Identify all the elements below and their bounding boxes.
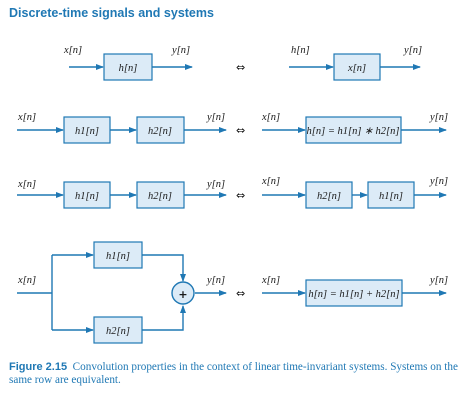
- adder-plus-label: +: [178, 288, 187, 301]
- adder-circle: [171, 281, 195, 305]
- row-3-left-output-label: y[n]: [206, 179, 225, 190]
- row-1-right-input-label: h[n]: [291, 45, 310, 56]
- row-3-right-block-1-label: h2[n]: [317, 191, 341, 202]
- row-1-left: x[n] h[n] y[n]: [63, 45, 190, 81]
- row-1-equivalence-symbol: ⇔: [236, 61, 245, 74]
- row-1-right: h[n] x[n] y[n]: [291, 45, 422, 81]
- row-3-left-input-label: x[n]: [17, 179, 36, 190]
- row-4-right-block-label: h[n] = h1[n] + h2[n]: [308, 289, 399, 300]
- row-2-left-block-1: [63, 116, 111, 144]
- row-3-right-block-2-label: h1[n]: [379, 191, 403, 202]
- row-2-right: x[n] h[n] = h1[n] ∗ h2[n] y[n]: [261, 112, 448, 144]
- row-1-left-block: [103, 53, 153, 81]
- row-3-equivalence-symbol: ⇔: [236, 189, 245, 202]
- row-3-left-block-2-label: h2[n]: [148, 191, 172, 202]
- row-4-left-block-1-label: h1[n]: [106, 251, 130, 262]
- row-4-left-input-label: x[n]: [17, 275, 36, 286]
- row-2-right-input-label: x[n]: [261, 112, 280, 123]
- section-header: Discrete-time signals and systems: [9, 6, 214, 20]
- row-4-left: x[n] h1[n] h2[n] + y[n]: [17, 241, 225, 344]
- row-4-left-block-2: [93, 316, 143, 344]
- figure-caption-label: Figure 2.15: [9, 361, 68, 373]
- row-1-left-block-label: h[n]: [119, 63, 138, 74]
- row-3-right-output-label: y[n]: [429, 176, 448, 187]
- row-4-right-output-label: y[n]: [429, 275, 448, 286]
- row-3-left-block-1-label: h1[n]: [75, 191, 99, 202]
- figure-caption-text: Convolution properties in the context of…: [9, 361, 458, 386]
- row-2-left-block-1-label: h1[n]: [75, 126, 99, 137]
- row-4-left-block-1: [93, 241, 143, 269]
- row-3-left-block-1: [63, 181, 111, 209]
- row-2-left-input-label: x[n]: [17, 112, 36, 123]
- row-2-right-block: [305, 116, 402, 144]
- row-4-right-input-label: x[n]: [261, 275, 280, 286]
- block-diagram: x[n] h[n] y[n] ⇔ h[n] x[n] y[n] x[n] h1[…: [17, 45, 448, 344]
- row-4-right-block: [305, 279, 403, 307]
- row-2-equivalence-symbol: ⇔: [236, 124, 245, 137]
- row-4-left-block-2-label: h2[n]: [106, 326, 130, 337]
- row-4-left-output-label: y[n]: [206, 275, 225, 286]
- row-2-left-block-2: [136, 116, 185, 144]
- row-3-right-block-2: [367, 181, 415, 209]
- row-1-right-block-label: x[n]: [347, 63, 366, 74]
- row-2-right-output-label: y[n]: [429, 112, 448, 123]
- row-4-right: x[n] h[n] = h1[n] + h2[n] y[n]: [261, 275, 448, 307]
- row-2-left-output-label: y[n]: [206, 112, 225, 123]
- row-3-left-block-2: [136, 181, 185, 209]
- row-2-left: x[n] h1[n] h2[n] y[n]: [17, 112, 225, 144]
- row-3-right-input-label: x[n]: [261, 176, 280, 187]
- row-4-equivalence-symbol: ⇔: [236, 287, 245, 300]
- row-1-right-output-label: y[n]: [403, 45, 422, 56]
- row-1-left-output-label: y[n]: [171, 45, 190, 56]
- row-2-right-block-label: h[n] = h1[n] ∗ h2[n]: [307, 126, 400, 137]
- row-3-right: x[n] h2[n] h1[n] y[n]: [261, 176, 448, 209]
- row-3-left: x[n] h1[n] h2[n] y[n]: [17, 179, 225, 209]
- row-1-right-block: [333, 53, 381, 81]
- row-2-left-block-2-label: h2[n]: [148, 126, 172, 137]
- row-1-left-input-label: x[n]: [63, 45, 82, 56]
- figure-caption: Figure 2.15 Convolution properties in th…: [9, 361, 464, 387]
- row-3-right-block-1: [305, 181, 353, 209]
